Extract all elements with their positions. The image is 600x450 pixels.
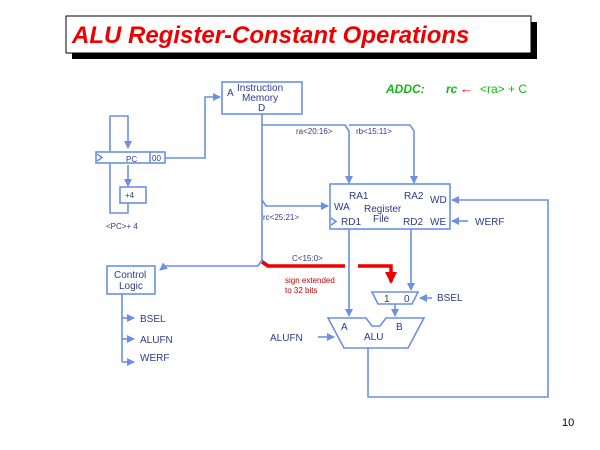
rf-wd: WD [430,195,447,206]
rf-rd1: RD1 [341,217,361,228]
bsel-mux: 1 0 [370,291,420,305]
plus4-label: +4 [125,191,135,200]
alu-fn-label: ALUFN [270,333,303,344]
rf-we: WE [430,217,446,228]
formula-arrow: ← [460,81,473,96]
rf-rd2: RD2 [403,217,423,228]
werf-input-label: WERF [475,217,504,228]
pc-suffix: 00 [152,154,161,163]
page-number: 10 [562,417,574,429]
formula-rhs: <ra> + C [480,82,527,96]
control-out-werf: WERF [140,353,169,364]
ra-field-label: ra<20:16> [296,127,333,136]
mux-sel-label: BSEL [437,293,463,304]
control-out-alufn: ALUFN [140,335,173,346]
imem-a-label: A [227,88,234,99]
c-field-label: C<15:0> [292,254,323,263]
formula-rc: rc [446,82,458,96]
rf-ra1: RA1 [349,191,369,202]
imem-label-2: Memory [242,93,278,104]
register-file: RA1 RA2 WA WD Register File RD1 RD2 WE [329,183,451,230]
alu-a-label: A [341,322,348,333]
alu-name: ALU [364,332,383,343]
rf-ra2: RA2 [404,191,424,202]
pc-plus4-label: <PC>+ 4 [106,222,138,231]
rb-field-label: rb<15:11> [356,127,392,136]
imem-d-label: D [258,103,265,114]
control-logic: Control Logic [106,265,156,295]
alu: A B ALU [326,317,426,349]
instruction-memory: A Instruction Memory D [221,81,303,115]
control-label-2: Logic [119,281,143,292]
control-out-bsel: BSEL [140,314,166,325]
imem-label-1: Instruction [237,83,283,94]
mux-in0: 0 [404,294,410,305]
pc-register: PC 00 [95,151,166,164]
rf-name-1: Register [364,204,402,215]
rc-field-label: rc<25:21> [263,213,299,222]
page-title: ALU Register-Constant Operations [71,22,469,49]
alu-b-label: B [396,322,403,333]
rf-wa: WA [334,202,350,213]
title-box: ALU Register-Constant Operations [65,15,537,59]
sign-ext-line-1: sign extended [285,276,335,285]
sign-ext-line-2: to 32 bits [285,286,317,295]
constant-path-highlight [261,260,397,284]
formula: ADDC: rc ← <ra> + C [385,81,527,96]
rf-name-2: File [373,214,390,225]
plus4-adder: +4 [119,186,147,204]
formula-op: ADDC: [385,82,425,96]
mux-in1: 1 [384,294,390,305]
control-label-1: Control [114,270,146,281]
pc-label: PC [126,155,137,164]
